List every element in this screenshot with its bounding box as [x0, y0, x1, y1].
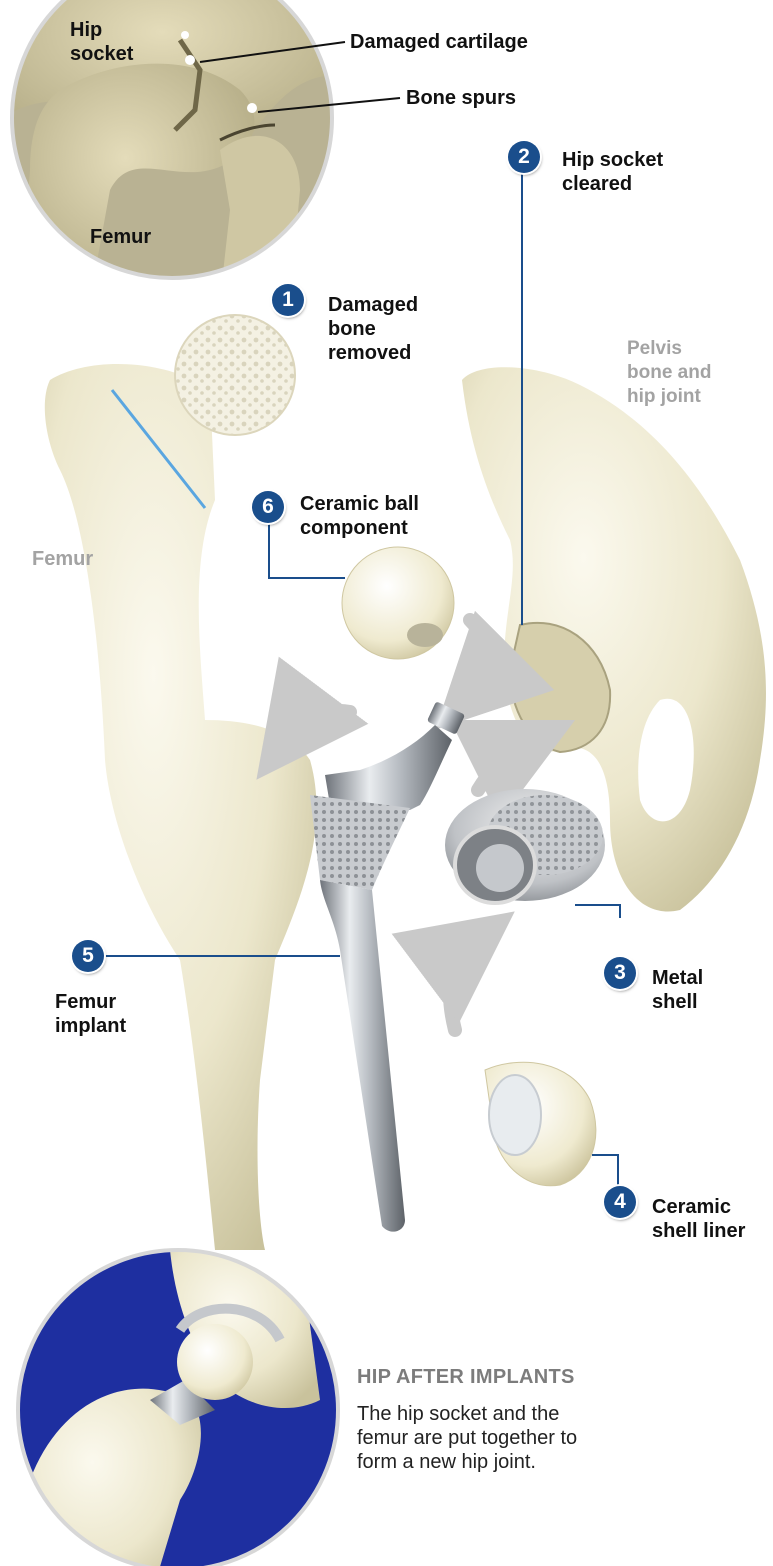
- femur-bone: [45, 315, 317, 1250]
- femur-implant-stem: [310, 701, 465, 1231]
- damaged-cartilage-label: Damaged cartilage: [350, 30, 528, 54]
- ceramic-ball: [342, 547, 454, 659]
- hip-socket-label: Hip socket: [70, 18, 133, 66]
- step-4-badge: 4: [604, 1186, 636, 1218]
- ceramic-shell-liner: [485, 1062, 596, 1186]
- caption-body: The hip socket and the femur are put tog…: [357, 1402, 657, 1474]
- metal-shell: [445, 789, 605, 903]
- arthritic-hip-inset: [0, 0, 400, 300]
- hip-after-implants-inset: [0, 1240, 360, 1566]
- caption-title: HIP AFTER IMPLANTS: [357, 1366, 575, 1389]
- step-2-badge: 2: [508, 141, 540, 173]
- step-6-badge: 6: [252, 491, 284, 523]
- step-1-badge: 1: [272, 284, 304, 316]
- top-femur-label: Femur: [90, 225, 151, 249]
- bone-spurs-label: Bone spurs: [406, 86, 516, 110]
- step-5-label: Femur implant: [55, 990, 126, 1038]
- step-6-label: Ceramic ball component: [300, 492, 419, 540]
- step-3-badge: 3: [604, 957, 636, 989]
- femur-part-label: Femur: [32, 547, 93, 571]
- step-4-label: Ceramic shell liner: [652, 1195, 745, 1243]
- step-5-badge: 5: [72, 940, 104, 972]
- step-2-label: Hip socket cleared: [562, 148, 663, 196]
- pelvis-label: Pelvis bone and hip joint: [627, 337, 711, 409]
- step-3-label: Metal shell: [652, 966, 703, 1014]
- step-1-label: Damaged bone removed: [328, 293, 418, 365]
